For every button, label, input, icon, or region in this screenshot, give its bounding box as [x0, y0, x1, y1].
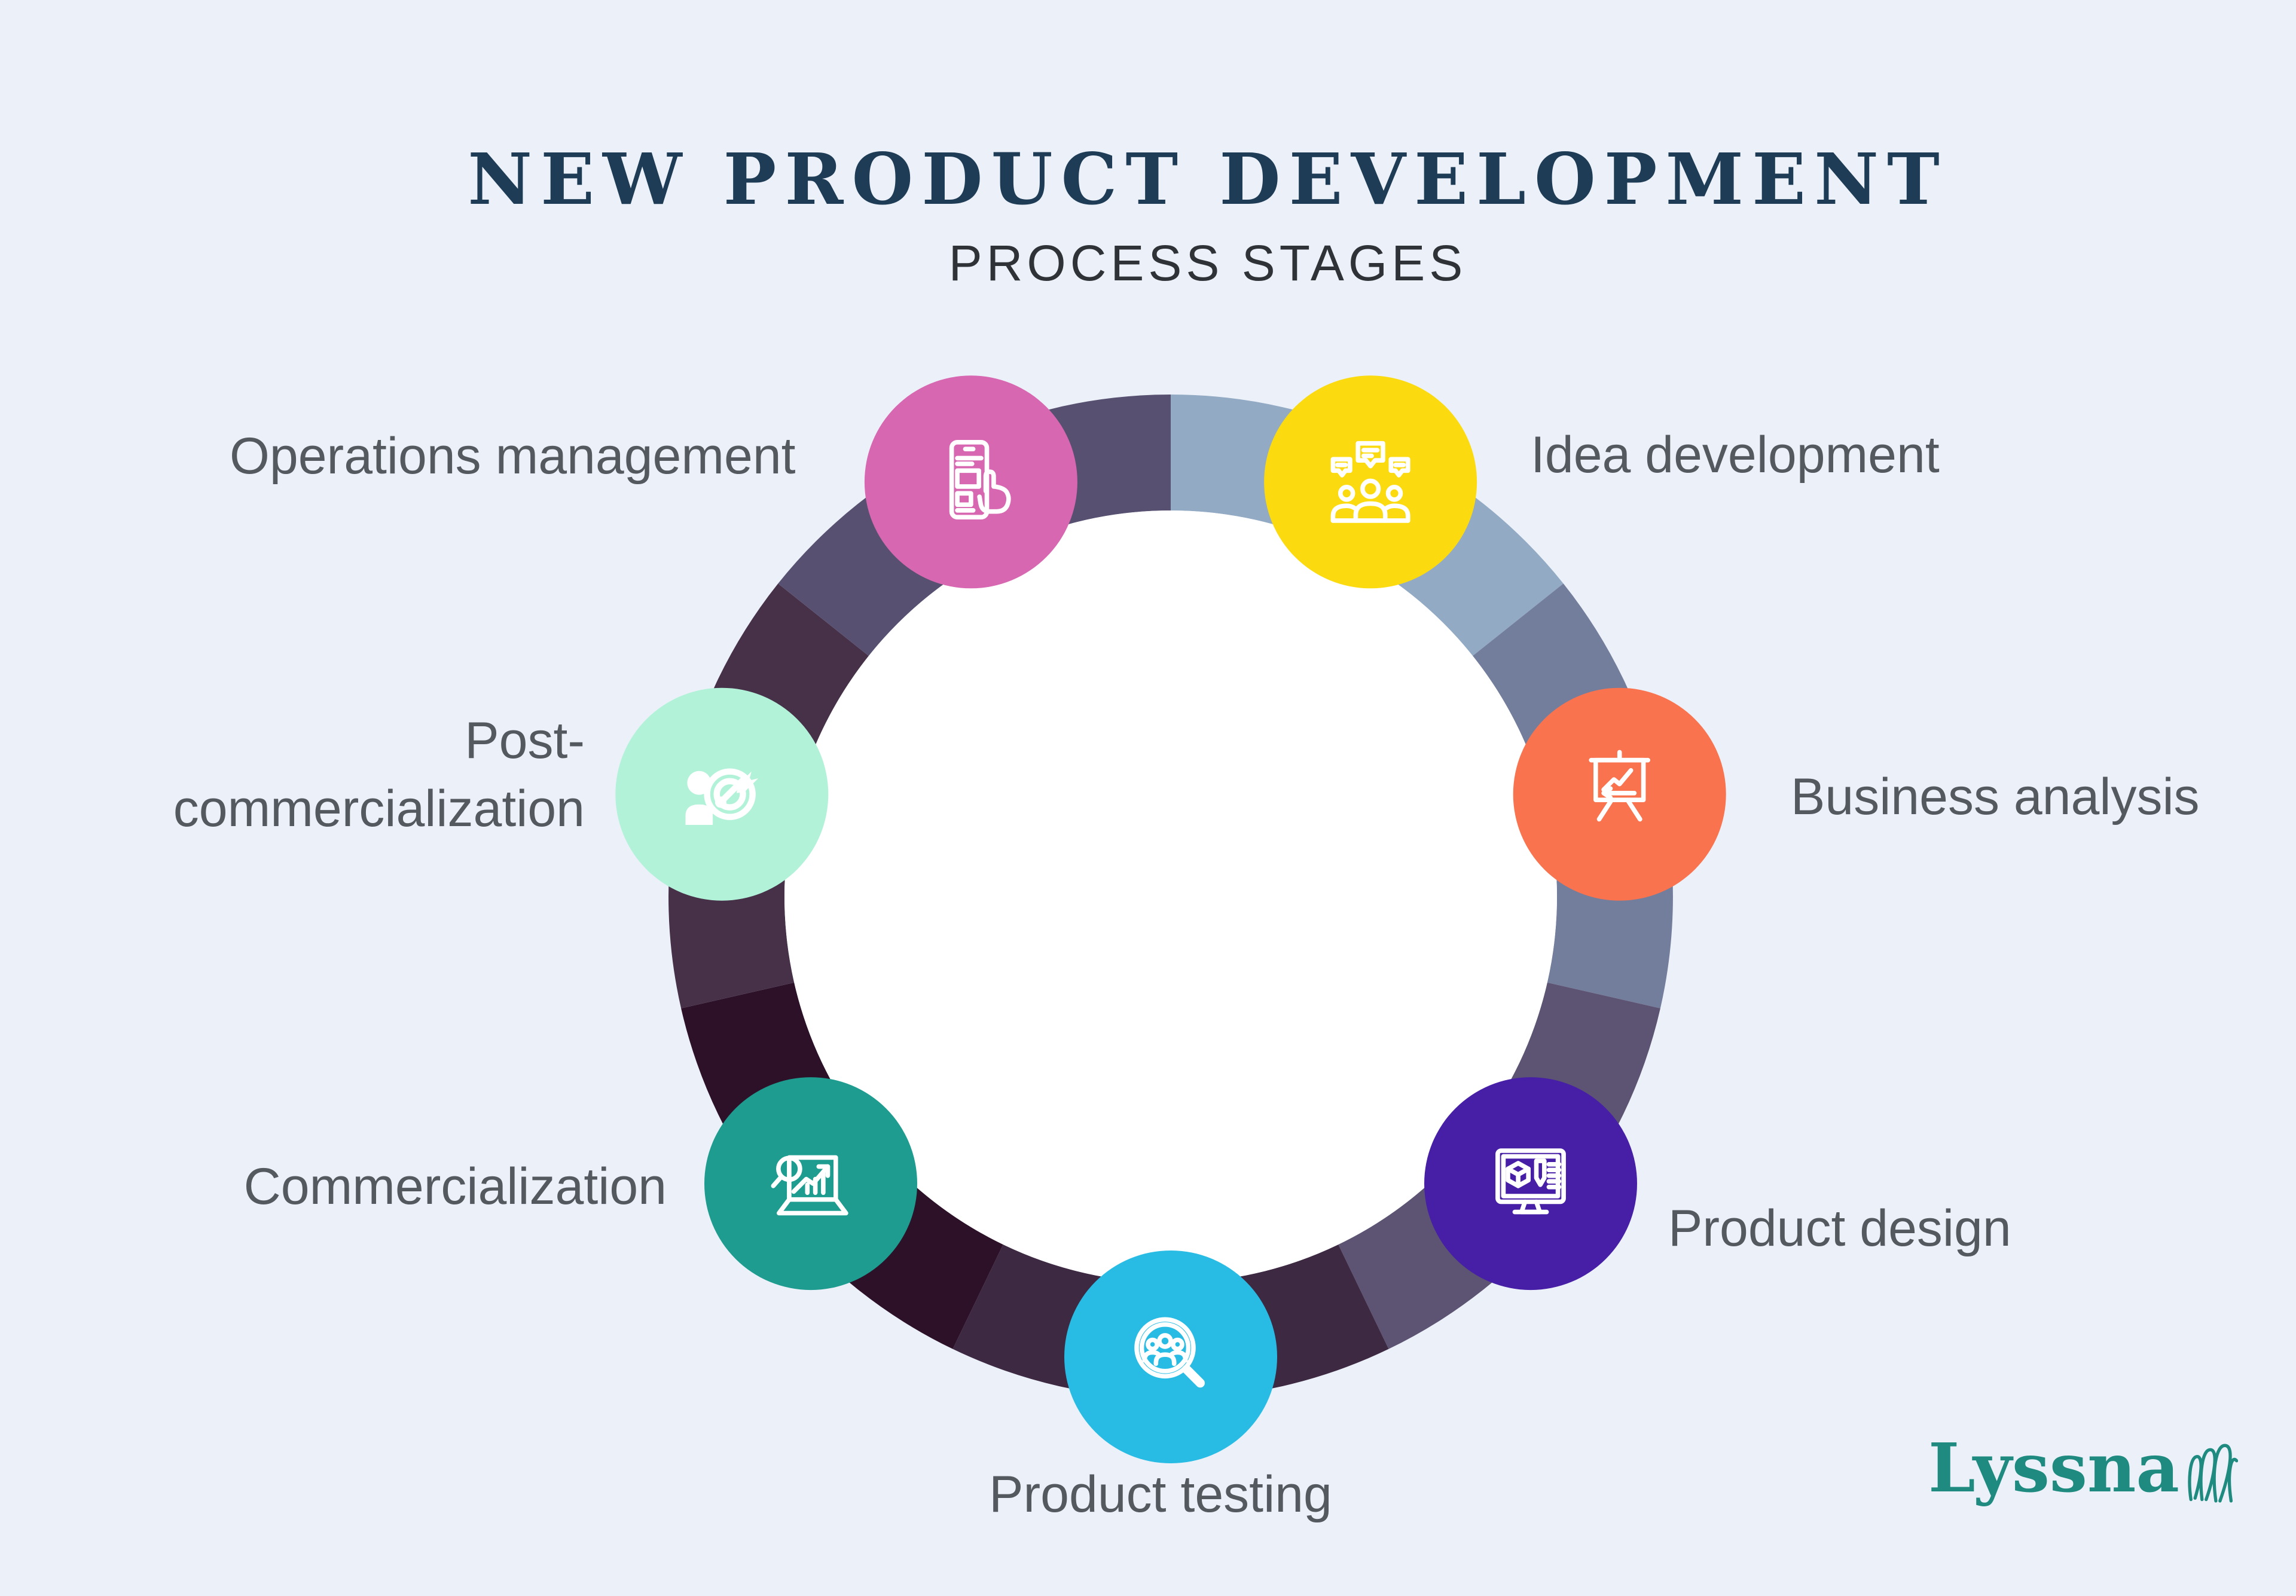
stage-label-operations-management: Operations management — [230, 427, 796, 485]
person-target-icon — [685, 768, 759, 825]
lyssna-logo: Lyssna — [1928, 1432, 2238, 1506]
header: NEW PRODUCT DEVELOPMENT PROCESS STAGES — [120, 142, 2296, 289]
laptop-growth-icon — [771, 1155, 848, 1216]
scribble-loops-icon — [2188, 1444, 2238, 1503]
stage-circle-5 — [615, 687, 829, 901]
stage-label-line-2: commercialization — [173, 780, 585, 837]
stage-label-post-commercialization: Post- commercialization — [106, 707, 585, 843]
stage-circle-2 — [1424, 1077, 1637, 1291]
lyssna-logo-text: Lyssna — [1928, 1429, 2179, 1508]
stage-label-business-analysis: Business analysis — [1791, 768, 2200, 825]
magnifier-people-icon — [1134, 1317, 1205, 1388]
people-discussion-icon — [1330, 441, 1410, 523]
page-subtitle: PROCESS STAGES — [948, 234, 1467, 291]
presentation-chart-icon — [1589, 750, 1650, 822]
design-monitor-icon — [1495, 1148, 1566, 1215]
stage-label-idea-development: Idea development — [1531, 426, 1940, 484]
stage-label-line-1: Post- — [465, 712, 585, 769]
phone-touch-icon — [949, 439, 1011, 519]
stage-label-product-testing: Product testing — [989, 1466, 1332, 1523]
stage-label-product-design: Product design — [1668, 1200, 2011, 1257]
ring-inner-disc — [784, 510, 1557, 1283]
stage-label-commercialization: Commercialization — [243, 1158, 667, 1215]
stage-circle-6 — [864, 375, 1077, 589]
page-title: NEW PRODUCT DEVELOPMENT — [468, 137, 1948, 221]
